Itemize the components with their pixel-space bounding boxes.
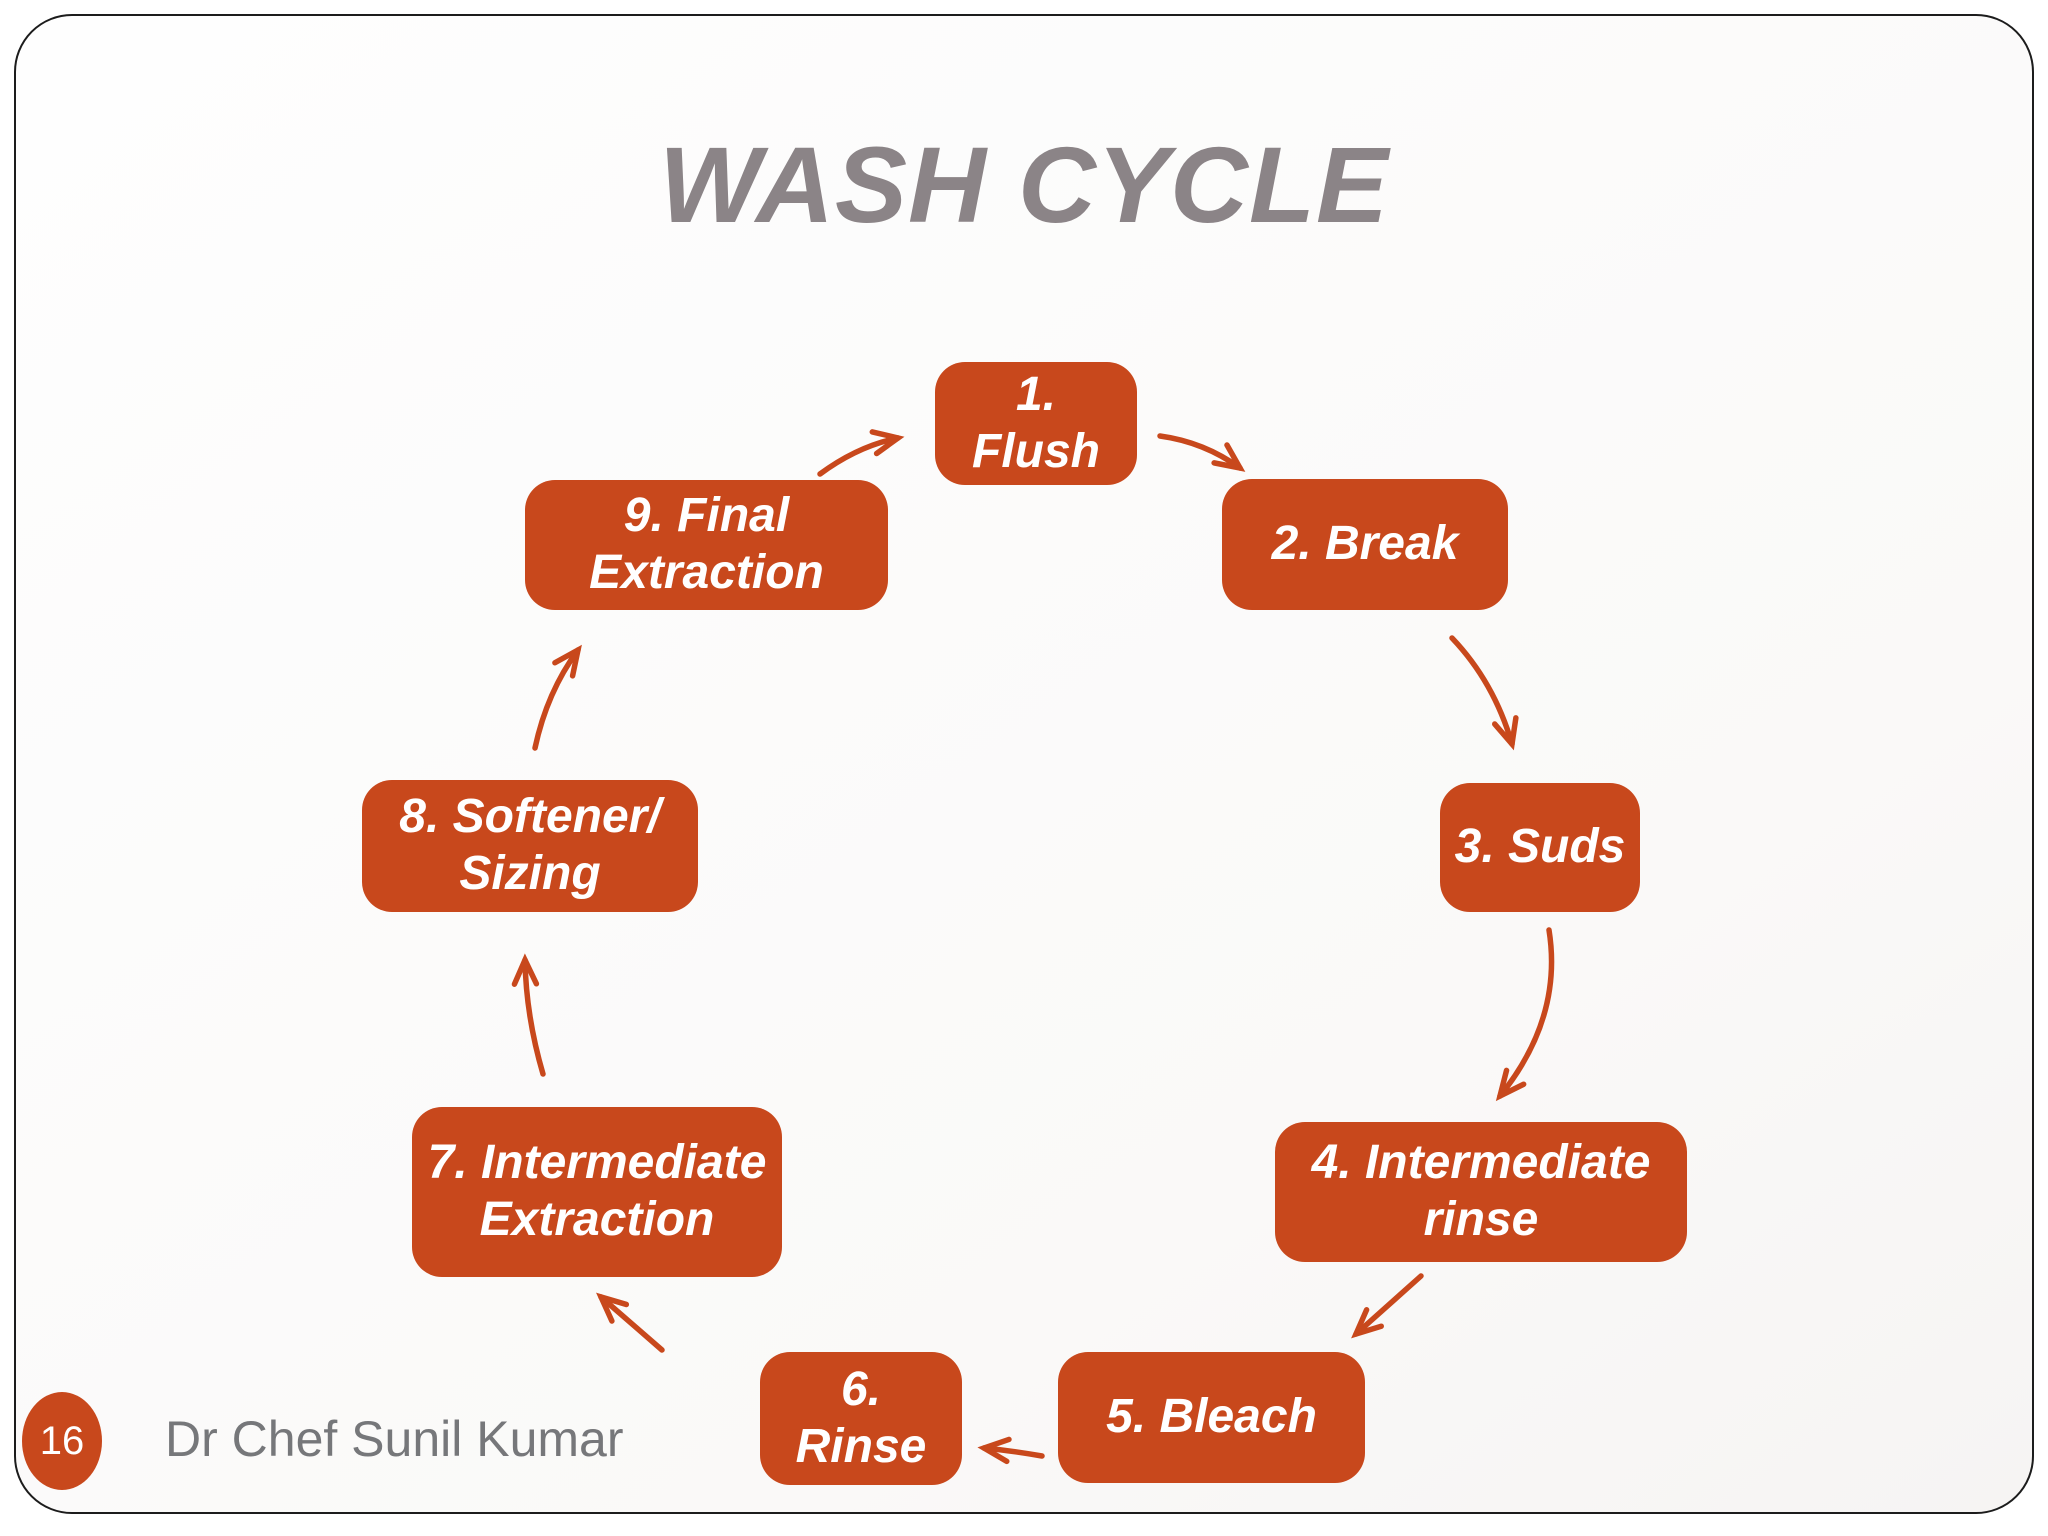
step-label-8: 8. Softener/ Sizing	[399, 790, 661, 900]
step-box-2-break: 2. Break	[1222, 479, 1508, 610]
page-number: 16	[39, 1418, 85, 1463]
step-box-5-bleach: 5. Bleach	[1058, 1352, 1365, 1483]
step-label-2: 2. Break	[1271, 517, 1459, 571]
step-box-3-suds: 3. Suds	[1440, 783, 1640, 912]
step-box-8-softener-sizing: 8. Softener/ Sizing	[362, 780, 698, 912]
step-label-1: 1. Flush	[972, 367, 1100, 478]
step-label-5: 5. Bleach	[1106, 1390, 1317, 1444]
step-label-6: 6. Rinse	[795, 1362, 927, 1473]
step-label-3: 3. Suds	[1454, 820, 1626, 874]
step-box-9-final-extraction: 9. Final Extraction	[525, 480, 888, 610]
step-box-6-rinse: 6. Rinse	[760, 1352, 962, 1485]
step-box-1-flush: 1. Flush	[935, 362, 1137, 485]
step-label-7: 7. Intermediate Extraction	[427, 1136, 767, 1246]
slide-title: WASH CYCLE	[658, 124, 1390, 245]
step-box-4-intermediate-rinse: 4. Intermediate rinse	[1275, 1122, 1687, 1262]
step-label-9: 9. Final Extraction	[589, 489, 824, 599]
author-text: Dr Chef Sunil Kumar	[165, 1411, 624, 1467]
step-box-7-intermediate-extraction: 7. Intermediate Extraction	[412, 1107, 782, 1277]
page-number-badge: 16	[22, 1392, 102, 1490]
slide-border-frame	[14, 14, 2034, 1514]
step-label-4: 4. Intermediate rinse	[1311, 1136, 1651, 1246]
